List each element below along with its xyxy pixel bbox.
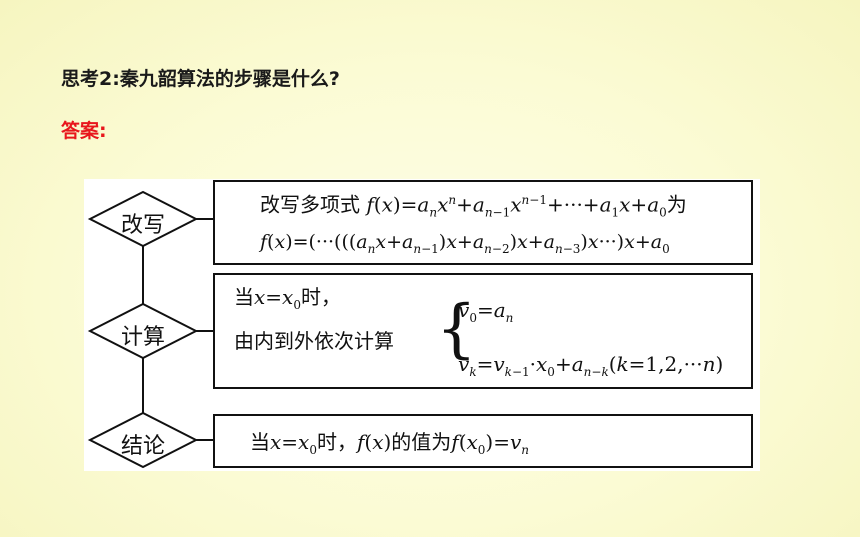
question-heading: 思考2:秦九韶算法的步骤是什么? [61,64,340,91]
diagram-lines [87,180,753,469]
step-label-conclusion: 结论 [120,434,165,459]
box-rewrite [213,180,753,265]
rewrite-line-1: 改写多项式 f(x)=anxn+an−1xn−1+···+a1x+a0为 [260,192,687,220]
conclusion-line: 当x=x0时，f(x)的值为f(x0)=vn [250,430,530,457]
answer-separator: : [99,120,107,142]
compute-eq-2: vk=vk−1·x0+an−k(k=1,2,···n) [458,352,724,379]
box-compute [213,273,753,389]
compute-line-1: 当x=x0时， [234,285,341,312]
question-text: 秦九韶算法的步骤是什么? [119,68,340,90]
answer-heading: 答案: [61,116,107,143]
rewrite-line-2: f(x)=(···(((anx+an−1)x+an−2)x+an−3)x···)… [260,231,670,256]
box-conclusion [213,414,753,468]
compute-line-2: 由内到外依次计算 [234,329,394,353]
question-separator: : [112,68,120,90]
compute-eq-1: v0=an [458,298,514,325]
step-label-rewrite: 改写 [120,213,165,238]
brace: { [436,292,477,366]
question-label: 思考2 [61,68,113,90]
answer-label: 答案 [61,120,100,142]
step-label-compute: 计算 [120,325,165,350]
horner-flow-diagram: 改写 计算 结论 改写多项式 f(x)=anxn+an−1xn−1+···+a1… [84,179,760,471]
